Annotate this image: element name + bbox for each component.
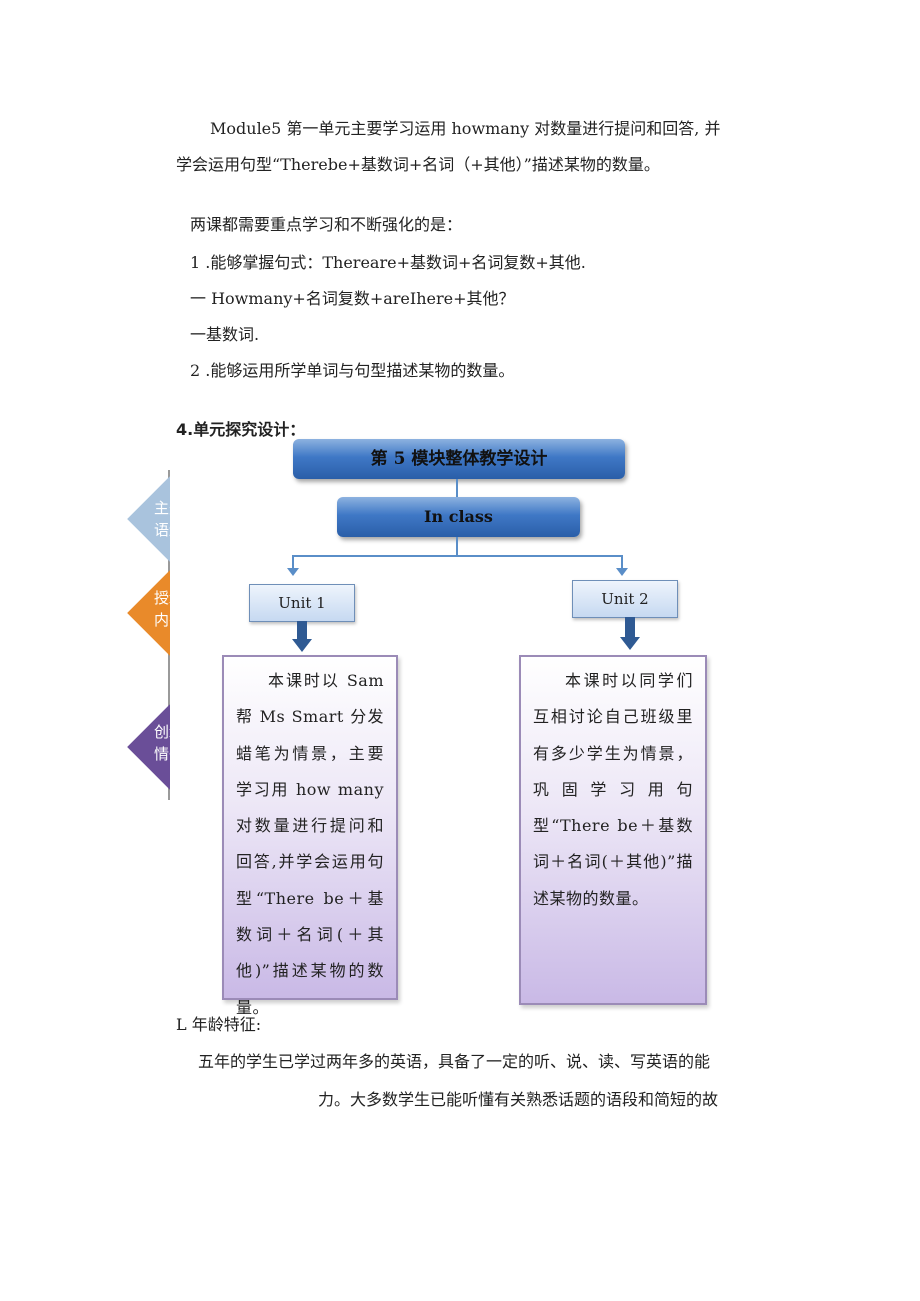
list-item: 1 .能够掌握句式：Thereare+基数词+名词复数+其他. xyxy=(190,253,586,272)
unit1-description: 本课时以 Sam 帮 Ms Smart 分发蜡笔为情景，主要学习用 how ma… xyxy=(236,671,384,1017)
arrow-down-icon xyxy=(620,637,640,650)
unit2-description-card: 本课时以同学们互相讨论自己班级里有多少学生为情景，巩固学习用句型“There b… xyxy=(519,655,707,1005)
arrow-shaft xyxy=(625,617,635,639)
unit2-label: Unit 2 xyxy=(601,590,649,608)
paragraph-intro: 两课都需要重点学习和不断强化的是： xyxy=(190,215,463,234)
arrow-down-icon xyxy=(287,568,299,576)
paragraph-line: Module5 第一单元主要学习运用 howmany 对数量进行提问和回答, 并 xyxy=(210,119,721,138)
arrow-shaft xyxy=(297,621,307,641)
connector-line xyxy=(456,479,458,497)
list-subitem: 一基数词. xyxy=(190,325,260,344)
side-label: 创i情亻 xyxy=(154,723,170,763)
side-label: 授i内有 xyxy=(154,589,170,629)
arrow-down-icon xyxy=(292,639,312,652)
in-class-box: In class xyxy=(337,497,580,537)
unit1-box: Unit 1 xyxy=(249,584,355,622)
connector-line xyxy=(621,555,623,571)
arrow-down-icon xyxy=(616,568,628,576)
unit2-description: 本课时以同学们互相讨论自己班级里有多少学生为情景，巩固学习用句型“There b… xyxy=(533,671,693,908)
diagram-title-box: 第 5 模块整体教学设计 xyxy=(293,439,625,479)
unit1-label: Unit 1 xyxy=(278,594,326,612)
paragraph-line: 学会运用句型“Therebe+基数词+名词（+其他）”描述某物的数量。 xyxy=(176,155,660,174)
side-label: 主是语封 xyxy=(154,499,170,539)
paragraph-line: 力。大多数学生已能听懂有关熟悉话题的语段和简短的故 xyxy=(318,1090,719,1109)
in-class-label: In class xyxy=(424,507,493,526)
side-labels: 主是语封 授i内有 创i情亻 xyxy=(110,470,170,800)
list-item: 2 .能够运用所学单词与句型描述某物的数量。 xyxy=(190,361,515,380)
connector-line xyxy=(456,537,458,556)
diagram-title: 第 5 模块整体教学设计 xyxy=(370,449,548,469)
paragraph-line: 五年的学生已学过两年多的英语，具备了一定的听、说、读、写英语的能 xyxy=(198,1052,711,1071)
connector-line xyxy=(292,555,294,571)
subsection-heading: L 年龄特征: xyxy=(176,1015,262,1034)
section-heading: 4.单元探究设计： xyxy=(176,420,306,439)
connector-line xyxy=(292,555,623,557)
unit1-description-card: 本课时以 Sam 帮 Ms Smart 分发蜡笔为情景，主要学习用 how ma… xyxy=(222,655,398,1017)
unit2-box: Unit 2 xyxy=(572,580,678,618)
list-subitem: 一 Howmany+名词复数+areIhere+其他？ xyxy=(190,289,515,308)
